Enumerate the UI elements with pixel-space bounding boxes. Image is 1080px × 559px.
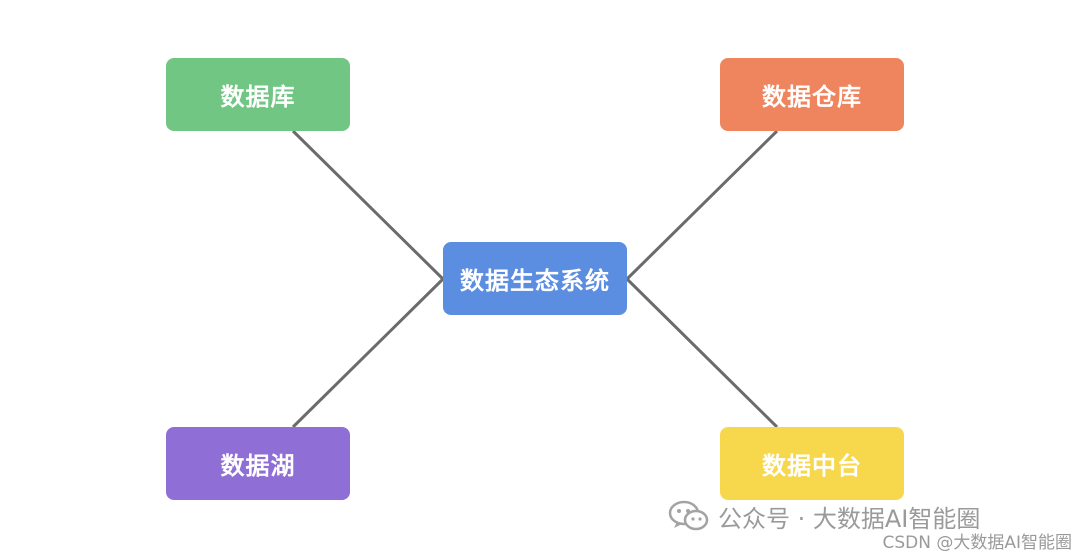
- watermark-text: 公众号 · 大数据AI智能圈: [718, 504, 981, 533]
- node-data-middle-platform: 数据中台: [720, 427, 904, 500]
- connector-database: [291, 129, 445, 281]
- node-data-warehouse: 数据仓库: [720, 58, 904, 131]
- node-database: 数据库: [166, 58, 350, 131]
- wechat-icon: [668, 500, 710, 532]
- connector-data-middle-platform: [625, 277, 779, 429]
- connector-data-warehouse: [625, 129, 779, 281]
- csdn-credit: CSDN @大数据AI智能圈: [882, 533, 1072, 553]
- connector-data-lake: [291, 277, 445, 429]
- center-node: 数据生态系统: [443, 242, 627, 315]
- node-data-lake: 数据湖: [166, 427, 350, 500]
- watermark: 公众号 · 大数据AI智能圈: [668, 500, 981, 533]
